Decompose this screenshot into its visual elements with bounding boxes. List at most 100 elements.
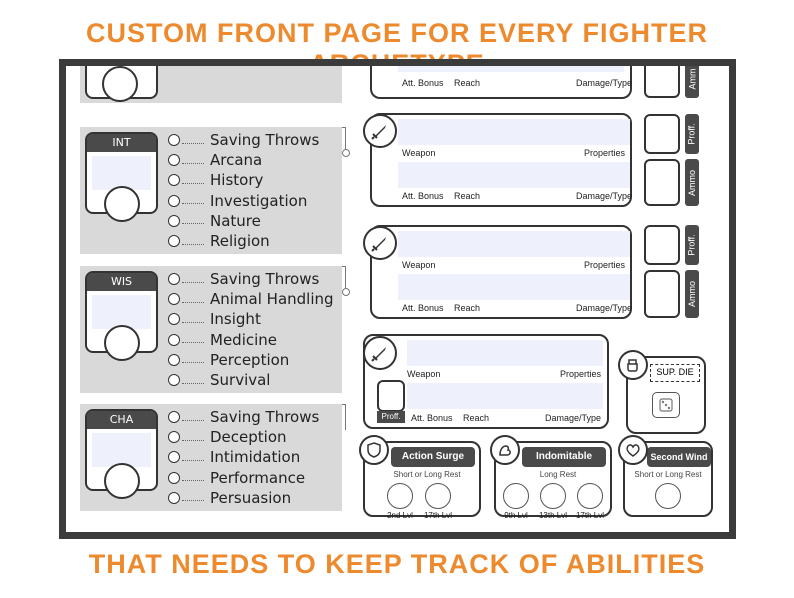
weapon-field[interactable] (407, 340, 603, 366)
use-tracker[interactable]: 13th Lvl (536, 483, 570, 520)
proff-tab: Proff. (685, 225, 699, 265)
proficiency-checkbox[interactable] (168, 174, 180, 187)
skill-row[interactable]: Medicine (168, 330, 334, 350)
use-tracker[interactable]: 17th Lvl (421, 483, 455, 520)
skill-row[interactable]: Saving Throws (168, 269, 334, 289)
ammo-box[interactable] (644, 66, 680, 98)
skill-row[interactable]: Animal Handling (168, 289, 334, 309)
att-bonus-field[interactable] (407, 383, 603, 409)
damage-type-label: Damage/Type (576, 303, 633, 313)
skill-row[interactable]: Insight (168, 309, 334, 329)
proficiency-checkbox[interactable] (168, 431, 180, 444)
proficiency-box[interactable] (644, 225, 680, 265)
weapon-field[interactable] (398, 119, 630, 145)
proficiency-checkbox[interactable] (168, 154, 180, 167)
weapon-block-partial: Att. Bonus Reach Damage/Type (370, 66, 633, 99)
use-circle[interactable] (540, 483, 566, 509)
ability-score-box[interactable]: WIS (85, 271, 158, 361)
skill-name: Saving Throws (210, 270, 320, 289)
damage-type-label: Damage/Type (576, 191, 633, 201)
use-circle[interactable] (425, 483, 451, 509)
proficiency-checkbox[interactable] (168, 471, 180, 484)
skill-name: Investigation (210, 191, 308, 210)
use-tracker[interactable]: 2nd Lvl (383, 483, 417, 520)
skill-name: Perception (210, 350, 290, 369)
ability-score-field[interactable] (92, 156, 151, 190)
skill-row[interactable]: Saving Throws (168, 130, 319, 150)
skill-row[interactable]: Survival (168, 370, 334, 390)
weapon-field[interactable] (398, 231, 630, 257)
sword-icon (363, 114, 397, 148)
skill-row[interactable]: Intimidation (168, 447, 319, 467)
att-bonus-label: Att. Bonus (411, 413, 453, 423)
skill-row[interactable]: Religion (168, 231, 319, 251)
proficiency-checkbox[interactable] (168, 374, 180, 387)
skill-name: Arcana (210, 151, 263, 170)
use-tracker[interactable]: 9th Lvl (499, 483, 533, 520)
use-tracker[interactable]: 17th Lvl (573, 483, 607, 520)
ability-modifier-circle[interactable] (104, 325, 140, 361)
ability-panel-partial (80, 66, 342, 103)
skill-row[interactable]: Investigation (168, 191, 319, 211)
proficiency-checkbox[interactable] (168, 353, 180, 366)
proficiency-checkbox[interactable] (168, 491, 180, 504)
proficiency-box[interactable] (377, 380, 405, 412)
weapon-block-3: Weapon Properties Proff. Att. Bonus Reac… (363, 334, 609, 429)
skill-name: Religion (210, 232, 270, 251)
skill-row[interactable]: Persuasion (168, 488, 319, 508)
skill-list: Saving Throws Animal Handling Insight Me… (168, 269, 334, 390)
att-bonus-label: Att. Bonus (402, 191, 444, 201)
skill-row[interactable]: Nature (168, 211, 319, 231)
use-tracker[interactable] (651, 483, 685, 511)
proficiency-checkbox[interactable] (168, 235, 180, 248)
skill-name: Saving Throws (210, 131, 320, 150)
use-circle[interactable] (503, 483, 529, 509)
att-bonus-field[interactable] (398, 66, 624, 72)
ammo-box[interactable] (644, 270, 680, 318)
skill-row[interactable]: Saving Throws (168, 407, 319, 427)
feature-uses (651, 483, 685, 511)
ability-label: INT (87, 134, 156, 152)
damage-type-label: Damage/Type (576, 78, 633, 88)
proficiency-checkbox[interactable] (168, 273, 180, 286)
ammo-box[interactable] (644, 159, 680, 206)
heart-icon (618, 435, 648, 465)
ability-score-field[interactable] (92, 295, 151, 329)
skill-name: Nature (210, 211, 261, 230)
skill-row[interactable]: Perception (168, 350, 334, 370)
skill-name: Saving Throws (210, 408, 320, 427)
skill-name: Intimidation (210, 448, 301, 467)
weapon-block-2: Weapon Properties Att. Bonus Reach Damag… (370, 225, 632, 319)
att-bonus-field[interactable] (398, 162, 630, 188)
proficiency-box[interactable] (644, 114, 680, 154)
weapon-label: Weapon (407, 369, 441, 379)
properties-label: Properties (584, 148, 626, 158)
skill-row[interactable]: Performance (168, 468, 319, 488)
skill-row[interactable]: Deception (168, 427, 319, 447)
ability-modifier-circle[interactable] (104, 186, 140, 222)
use-circle[interactable] (577, 483, 603, 509)
connector-line (342, 127, 346, 153)
proficiency-checkbox[interactable] (168, 194, 180, 207)
skill-row[interactable]: History (168, 170, 319, 190)
skill-name: Deception (210, 428, 287, 447)
proficiency-checkbox[interactable] (168, 411, 180, 424)
ability-score-box[interactable]: INT (85, 132, 158, 222)
proficiency-checkbox[interactable] (168, 333, 180, 346)
weapon-label: Weapon (402, 148, 436, 158)
proficiency-checkbox[interactable] (168, 451, 180, 464)
proficiency-checkbox[interactable] (168, 134, 180, 147)
skill-row[interactable]: Arcana (168, 150, 319, 170)
ability-wis: WIS Saving Throws Animal Handling Insigh… (80, 266, 350, 393)
connector-dot (342, 149, 350, 157)
proficiency-checkbox[interactable] (168, 214, 180, 227)
ability-modifier-circle[interactable] (104, 463, 140, 499)
proficiency-checkbox[interactable] (168, 313, 180, 326)
att-bonus-field[interactable] (398, 274, 630, 300)
use-circle[interactable] (387, 483, 413, 509)
ability-score-field[interactable] (92, 433, 151, 467)
reach-label: Reach (454, 191, 481, 201)
use-circle[interactable] (655, 483, 681, 509)
ability-score-box[interactable]: CHA (85, 409, 158, 499)
proficiency-checkbox[interactable] (168, 293, 180, 306)
